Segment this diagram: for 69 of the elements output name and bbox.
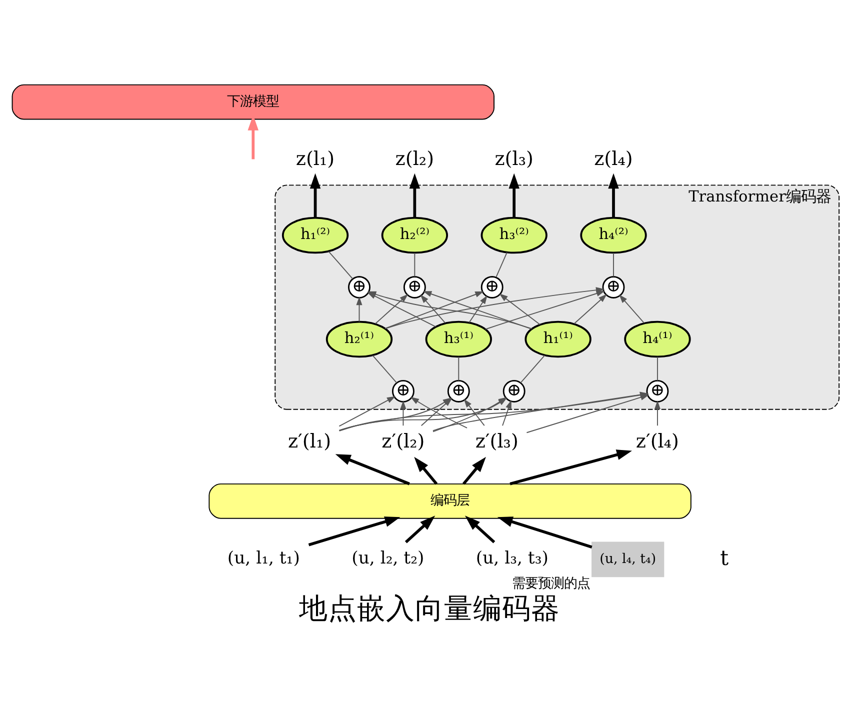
node-circle: ⊕ bbox=[392, 379, 414, 402]
connector bbox=[328, 250, 354, 279]
arrow bbox=[335, 454, 410, 485]
node-text: (u, l₂, t₂) bbox=[352, 548, 424, 568]
arrow bbox=[508, 172, 520, 217]
node-text: z(l₂) bbox=[395, 146, 434, 170]
connector bbox=[496, 251, 508, 278]
arrow bbox=[499, 293, 541, 325]
node-text: z′(l₄) bbox=[636, 429, 680, 452]
arrow bbox=[497, 516, 592, 548]
arrow bbox=[468, 294, 488, 322]
node-ellipse: h₃⁽¹⁾ bbox=[425, 320, 492, 358]
connector bbox=[657, 356, 658, 381]
arrow bbox=[404, 515, 436, 543]
arrow bbox=[502, 400, 512, 426]
connector bbox=[372, 354, 398, 383]
connector bbox=[613, 252, 614, 277]
node-box: 编码层 bbox=[208, 482, 692, 518]
node-ellipse: h₂⁽²⁾ bbox=[381, 216, 448, 254]
arrow bbox=[464, 515, 496, 543]
arrow bbox=[526, 394, 650, 433]
node-circle: ⊕ bbox=[447, 379, 470, 402]
arrow bbox=[414, 456, 438, 484]
arrow bbox=[420, 294, 446, 323]
node-ellipse: h₄⁽¹⁾ bbox=[624, 320, 691, 358]
node-ellipse: h₄⁽²⁾ bbox=[580, 216, 647, 254]
node-circle: ⊕ bbox=[480, 276, 504, 298]
arrow bbox=[484, 290, 605, 330]
node-text: z(l₃) bbox=[494, 146, 534, 170]
node-ellipse: h₁⁽²⁾ bbox=[282, 216, 349, 254]
arrow bbox=[409, 172, 420, 217]
arrow bbox=[384, 290, 484, 328]
node-box: 下游模型 bbox=[12, 84, 494, 120]
node-text: z′(l₃) bbox=[475, 429, 518, 452]
node-text: z′(l₂) bbox=[382, 429, 425, 452]
connector bbox=[414, 252, 416, 277]
node-ellipse: h₁⁽¹⁾ bbox=[524, 320, 592, 358]
connector bbox=[458, 356, 460, 381]
node-text: (u, l₁, t₁) bbox=[227, 548, 300, 568]
node-box: (u, l₄, t₄) bbox=[592, 541, 664, 577]
node-text: (u, l₃, t₃) bbox=[476, 548, 548, 568]
arrow bbox=[308, 516, 400, 546]
connector bbox=[520, 354, 546, 383]
node-circle: ⊕ bbox=[403, 276, 426, 298]
caption: 地点嵌入向量编码器 bbox=[299, 590, 560, 624]
node-circle: ⊕ bbox=[602, 276, 625, 298]
node-text: z(l₁) bbox=[296, 146, 335, 170]
arrow bbox=[608, 172, 619, 217]
arrow bbox=[310, 172, 321, 217]
arrow bbox=[510, 449, 632, 485]
node-label: 需要预测的点 bbox=[512, 576, 590, 591]
label: t bbox=[720, 544, 729, 570]
node-text: z′(l₁) bbox=[288, 429, 332, 452]
node-text: z(l₄) bbox=[594, 146, 633, 170]
arrow bbox=[422, 290, 532, 329]
arrow bbox=[374, 294, 408, 324]
node-circle: ⊕ bbox=[348, 276, 370, 298]
arrow bbox=[619, 294, 645, 323]
node-ellipse: h₂⁽¹⁾ bbox=[326, 320, 393, 358]
arrow bbox=[574, 294, 608, 324]
node-circle: ⊕ bbox=[502, 379, 526, 402]
arrow bbox=[400, 400, 406, 426]
arrow bbox=[464, 398, 485, 426]
arrow bbox=[356, 296, 362, 322]
arrow bbox=[654, 400, 660, 426]
node-ellipse: h₃⁽²⁾ bbox=[480, 216, 548, 254]
arrow bbox=[338, 396, 396, 426]
arrow bbox=[462, 456, 486, 484]
node-circle: ⊕ bbox=[646, 379, 669, 402]
